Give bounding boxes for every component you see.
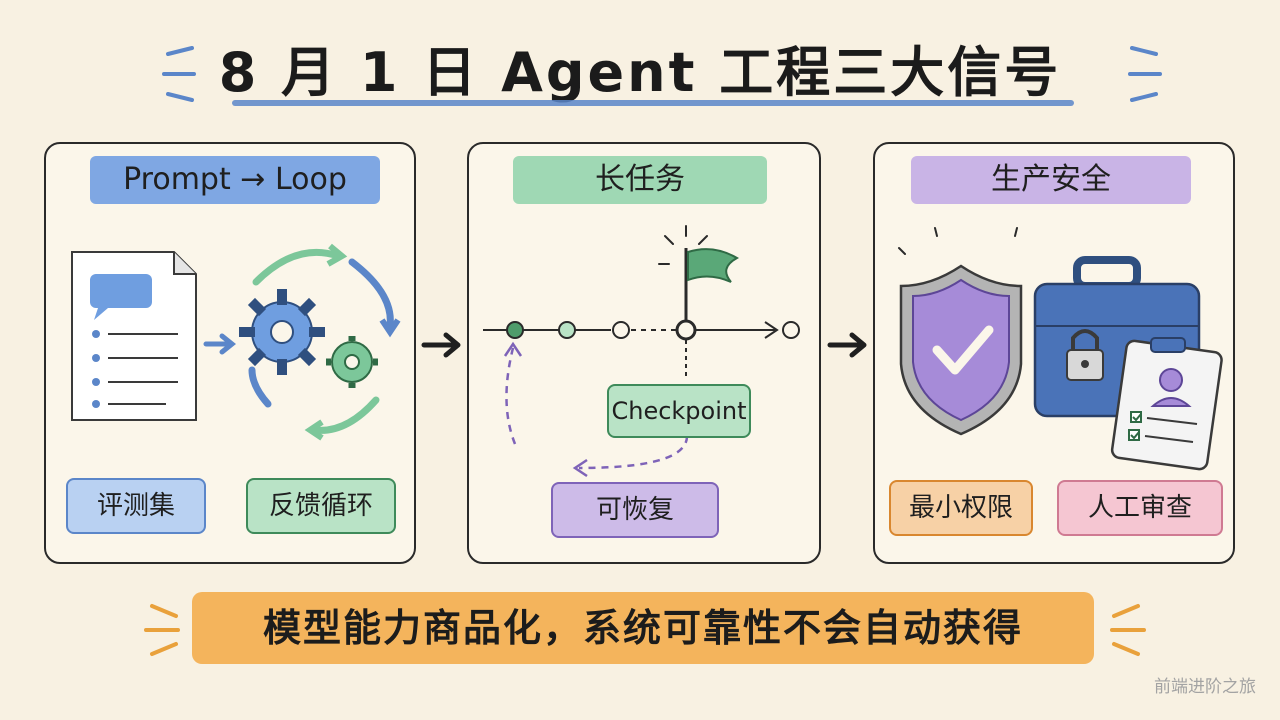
panel-title-long-task: 长任务 xyxy=(513,156,767,204)
chip-least-privilege: 最小权限 xyxy=(889,480,1033,536)
timeline-node xyxy=(558,321,576,339)
title-underline xyxy=(232,100,1074,106)
sparkle-left-icon xyxy=(144,604,180,656)
sparkle-left-icon xyxy=(162,46,196,102)
chip-feedback-loop: 反馈循环 xyxy=(246,478,396,534)
sparkle-right-icon xyxy=(1128,46,1162,102)
shield-check-icon xyxy=(898,227,1023,436)
safety-illustration xyxy=(898,227,1223,471)
panel-title-prompt-loop: Prompt → Loop xyxy=(90,156,380,204)
timeline-node xyxy=(782,321,800,339)
checkpoint-node xyxy=(675,319,697,341)
id-badge-icon xyxy=(1110,337,1223,471)
summary-banner: 模型能力商品化，系统可靠性不会自动获得 xyxy=(192,592,1094,664)
arrow-right-icon xyxy=(421,332,461,358)
arrow-right-icon xyxy=(203,333,237,355)
timeline-node xyxy=(612,321,630,339)
watermark: 前端进阶之旅 xyxy=(1154,677,1256,697)
panel-prompt-loop: Prompt → Loop xyxy=(44,142,416,564)
chip-eval-set: 评测集 xyxy=(66,478,206,534)
arrow-right-icon xyxy=(827,332,867,358)
long-task-timeline xyxy=(483,225,800,478)
gear-loop-icon xyxy=(239,243,401,441)
chip-recoverable: 可恢复 xyxy=(551,482,719,538)
checkpoint-label: Checkpoint xyxy=(607,384,751,438)
timeline-node xyxy=(506,321,524,339)
panel-production-safety: 生产安全 最小权限 人工审查 xyxy=(873,142,1235,564)
flag-icon xyxy=(658,225,740,322)
page-title: 8 月 1 日 Agent 工程三大信号 xyxy=(218,41,1062,104)
chip-human-review: 人工审查 xyxy=(1057,480,1223,536)
panel-long-task: 长任务 Checkpoint 可恢复 xyxy=(467,142,821,564)
sparkle-right-icon xyxy=(1110,604,1146,656)
panel-title-production-safety: 生产安全 xyxy=(911,156,1191,204)
document-icon xyxy=(71,251,197,421)
prompt-loop-illustration xyxy=(71,243,401,441)
